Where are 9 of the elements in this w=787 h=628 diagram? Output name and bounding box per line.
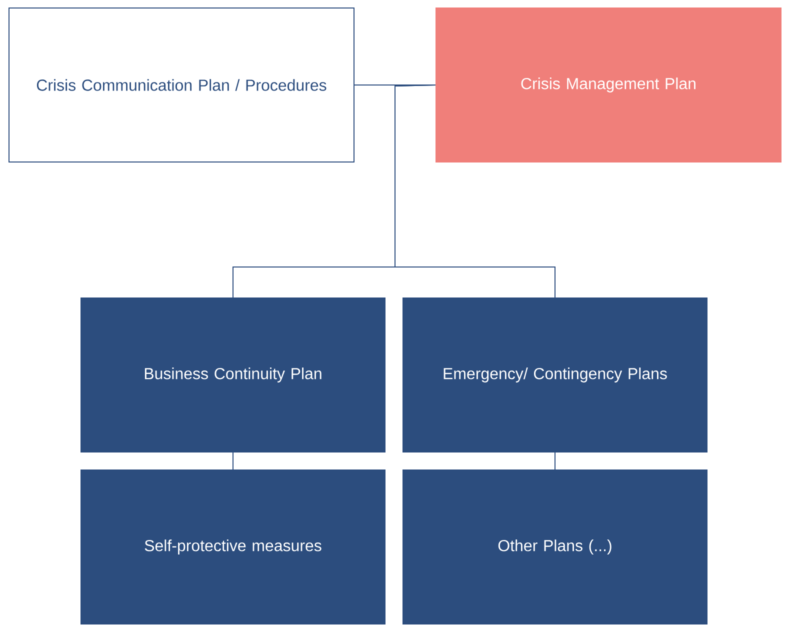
plan-box: Emergency/ Contingency Plans xyxy=(402,298,708,452)
plan-box: Self-protective measures xyxy=(80,470,386,624)
connector-line xyxy=(554,452,556,470)
plan-box: Crisis Management Plan xyxy=(436,8,782,162)
plan-box: Other Plans (...) xyxy=(402,470,708,624)
connector-line xyxy=(232,452,234,470)
plan-box: Crisis Communication Plan / Procedures xyxy=(8,8,354,162)
connector-line xyxy=(394,84,556,298)
plan-box: Business Continuity Plan xyxy=(80,298,386,452)
